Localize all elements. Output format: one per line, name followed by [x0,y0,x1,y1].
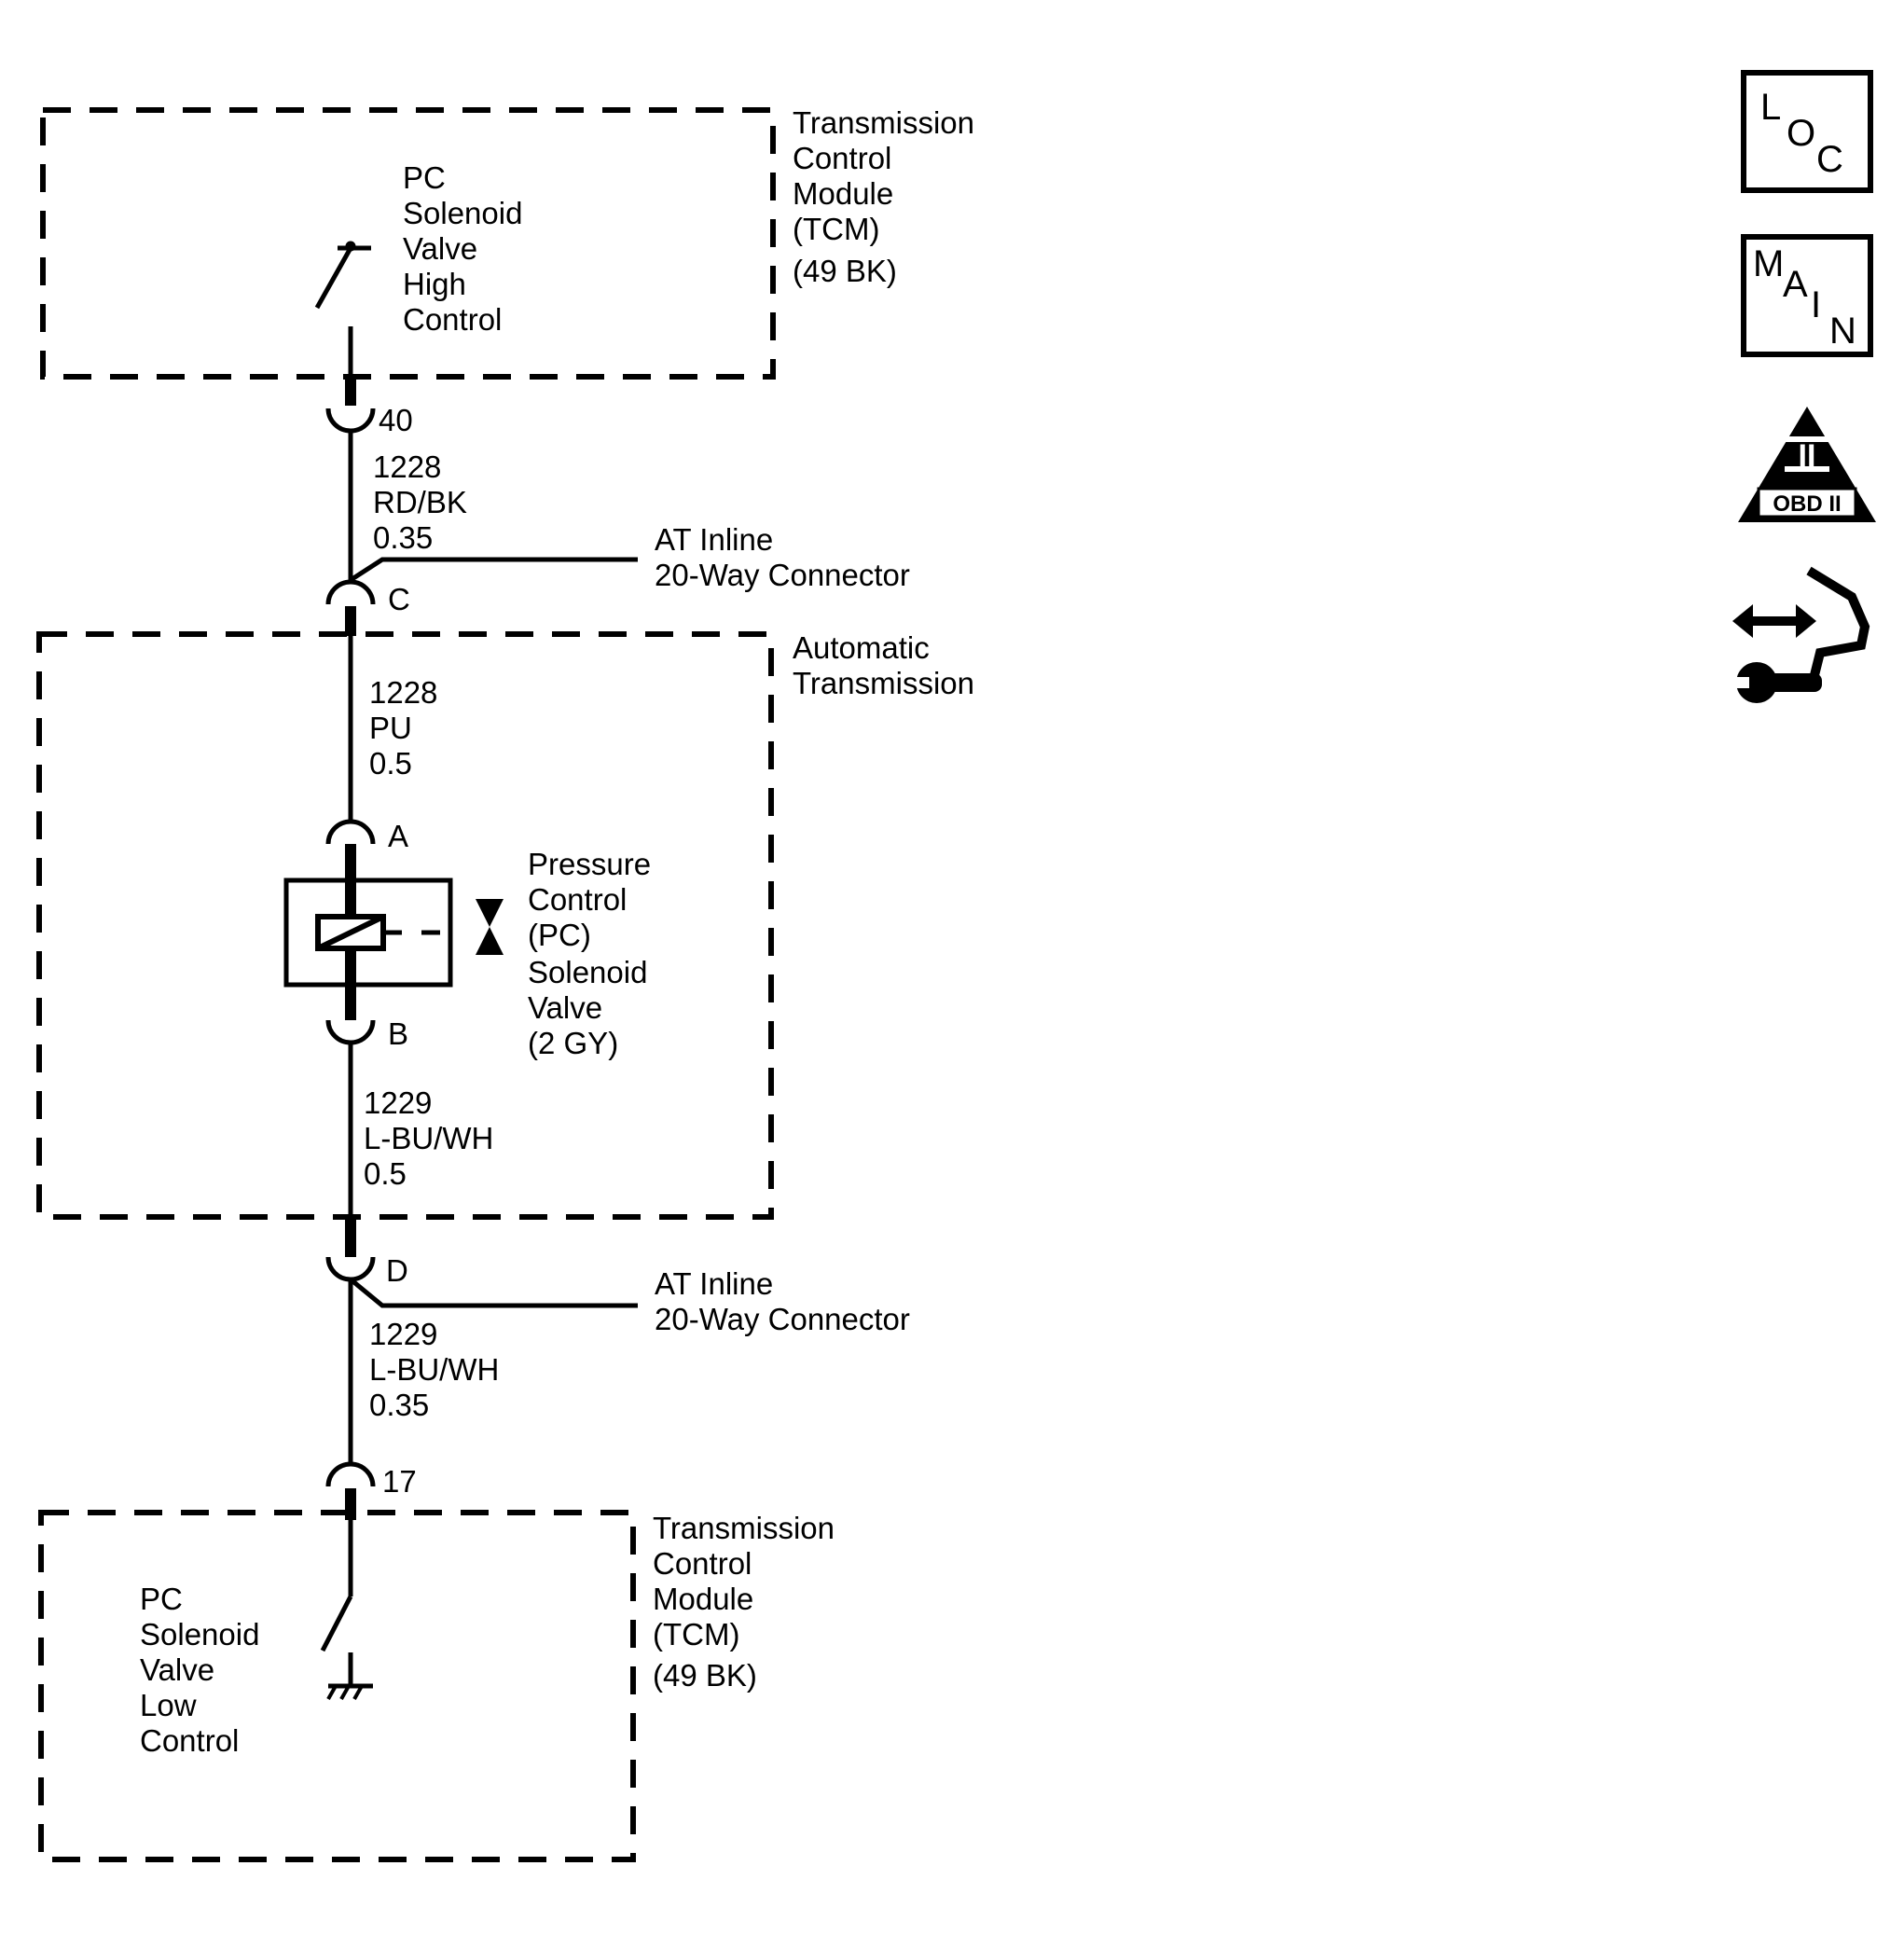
tcm-top-title: Transmission Control Module (TCM) (49 BK… [793,105,983,288]
automatic-transmission-title: Automatic Transmission [793,630,974,700]
valve-symbol-icon [476,899,504,955]
connector-service-nav-button[interactable] [1731,566,1870,703]
pin-40-label: 40 [379,403,413,437]
svg-text:C: C [1816,139,1843,180]
svg-text:M: M [1753,243,1784,284]
loc-icon [1741,70,1873,193]
svg-text:OBD II: OBD II [1773,491,1841,517]
connector-wrench-icon [1731,566,1870,703]
svg-text:II: II [1799,438,1816,474]
svg-text:I: I [1811,284,1821,325]
pin-d-label: D [386,1253,408,1288]
svg-text:L: L [1760,87,1781,128]
pin-b-label: B [388,1016,408,1051]
loc-nav-button[interactable]: L O C [1741,70,1873,193]
main-icon [1741,234,1873,357]
inline-connector-top-label: AT Inline 20-Way Connector [655,522,910,592]
wire-1229-lbuwh-label-lower: 1229 L-BU/WH 0.35 [369,1317,508,1422]
wire-1228-rdbk-label: 1228 RD/BK 0.35 [373,449,476,555]
pin-a-label: A [388,819,408,853]
tcm-top-switch-label: PC Solenoid Valve High Control [403,160,531,337]
pc-solenoid-valve-label: Pressure Control (PC) Solenoid Valve (2 … [528,847,659,1060]
tcm-top-module-box [40,107,776,380]
wire-1229-lbuwh-label-upper: 1229 L-BU/WH 0.5 [364,1085,503,1191]
svg-text:O: O [1787,113,1815,154]
main-circuit [283,241,638,1700]
tcm-bottom-title: Transmission Control Module (TCM) (49 BK… [653,1511,843,1693]
automatic-transmission-box [36,631,774,1220]
tcm-bottom-module-box [38,1510,636,1862]
svg-text:A: A [1783,264,1808,305]
pin-c-label: C [388,582,410,616]
inline-connector-bottom-label: AT Inline 20-Way Connector [655,1266,910,1336]
wire-1228-pu-label: 1228 PU 0.5 [369,675,447,781]
obd-ii-nav-button[interactable]: II OBD II [1738,407,1876,522]
svg-text:N: N [1829,311,1856,352]
pin-17-label: 17 [382,1464,417,1499]
tcm-bottom-switch-label: PC Solenoid Valve Low Control [140,1582,269,1758]
main-nav-button[interactable]: M A I N [1741,234,1873,357]
